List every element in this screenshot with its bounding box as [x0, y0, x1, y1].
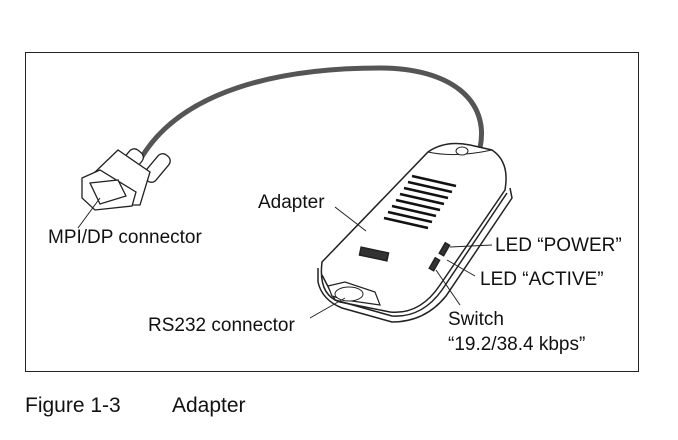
label-switch-speed: “19.2/38.4 kbps”	[448, 334, 586, 355]
label-adapter: Adapter	[258, 192, 325, 213]
label-led-active: LED “ACTIVE”	[480, 269, 604, 290]
figure-title: Adapter	[172, 394, 246, 417]
label-rs232-connector: RS232 connector	[148, 315, 295, 336]
mpi-dp-connector-drawing	[77, 148, 171, 229]
label-led-power: LED “POWER”	[495, 235, 622, 256]
figure-frame	[25, 52, 639, 372]
figure-number: Figure 1-3	[25, 394, 121, 417]
label-switch: Switch	[448, 309, 504, 330]
leader-lines	[309, 206, 493, 319]
vent-grill	[383, 174, 457, 230]
adapter-body-drawing	[317, 142, 513, 323]
label-mpi-dp-connector: MPI/DP connector	[48, 227, 202, 248]
cable	[137, 65, 484, 163]
